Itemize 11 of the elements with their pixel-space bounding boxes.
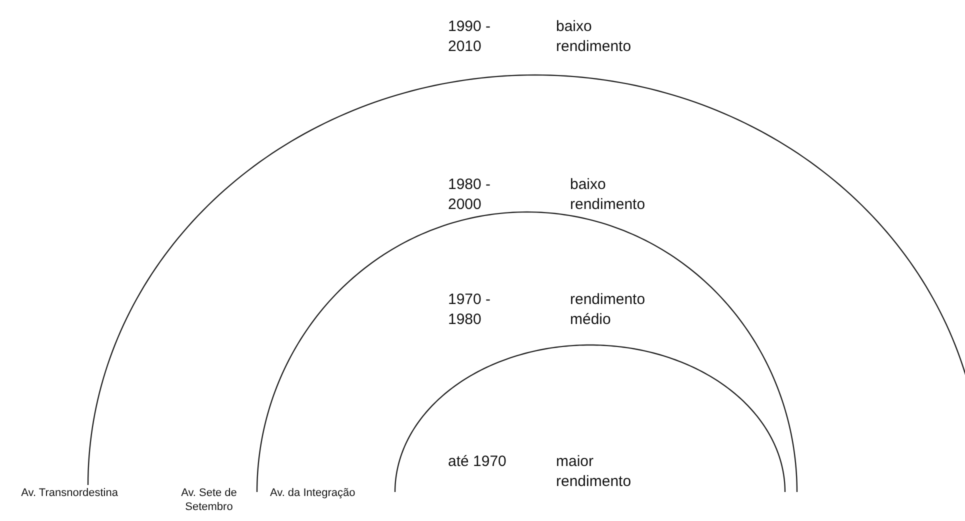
period-label: até 1970: [448, 452, 508, 472]
street-label: Av. Sete de Setembro: [180, 486, 238, 514]
period-label: 1970 - 1980: [448, 290, 492, 330]
period-label: 1990 - 2010: [448, 17, 492, 57]
street-label: Av. da Integração: [270, 486, 356, 500]
income-label: baixo rendimento: [570, 175, 646, 215]
income-label: maior rendimento: [556, 452, 632, 492]
income-label: baixo rendimento: [556, 17, 632, 57]
income-label: rendimento médio: [570, 290, 646, 330]
period-label: 1980 - 2000: [448, 175, 492, 215]
street-label: Av. Transnordestina: [20, 486, 118, 500]
